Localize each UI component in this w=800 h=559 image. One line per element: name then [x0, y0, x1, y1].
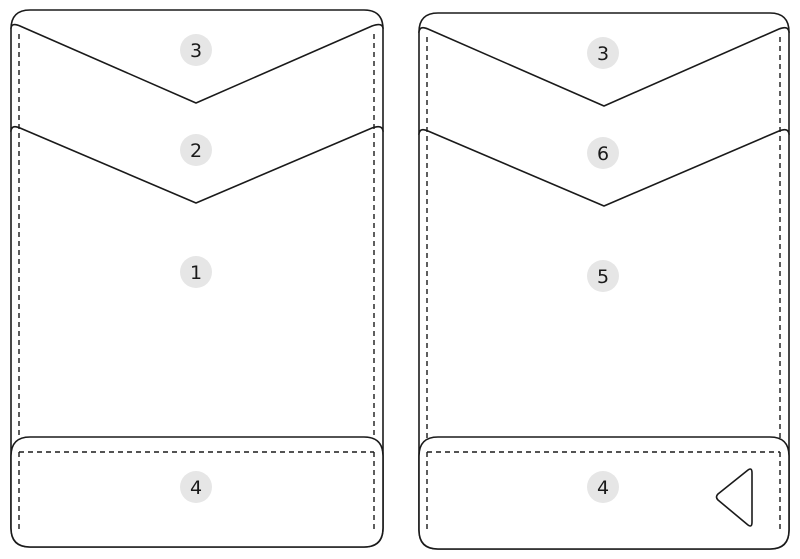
right-top-flap-label: 3: [597, 43, 609, 65]
right-badge-top-flap: 3: [587, 37, 619, 69]
right-body-label: 5: [597, 266, 609, 288]
right-pocket-label: 4: [597, 477, 609, 499]
right-badge-pocket: 4: [587, 471, 619, 503]
right-badge-body: 5: [587, 260, 619, 292]
left-top-flap-label: 3: [190, 40, 202, 62]
right-middle-flap-label: 6: [597, 143, 609, 165]
left-body-label: 1: [190, 262, 202, 284]
left-badge-middle-flap: 2: [180, 134, 212, 166]
triangle-left-icon: [715, 468, 753, 527]
right-badge-middle-flap: 6: [587, 137, 619, 169]
left-badge-body: 1: [180, 256, 212, 288]
left-card: 3 2 1 4: [10, 9, 384, 548]
left-middle-flap-label: 2: [190, 140, 202, 162]
left-pocket-label: 4: [190, 477, 202, 499]
right-card: 3 6 5 4: [418, 12, 790, 550]
left-badge-top-flap: 3: [180, 34, 212, 66]
left-badge-pocket: 4: [180, 471, 212, 503]
